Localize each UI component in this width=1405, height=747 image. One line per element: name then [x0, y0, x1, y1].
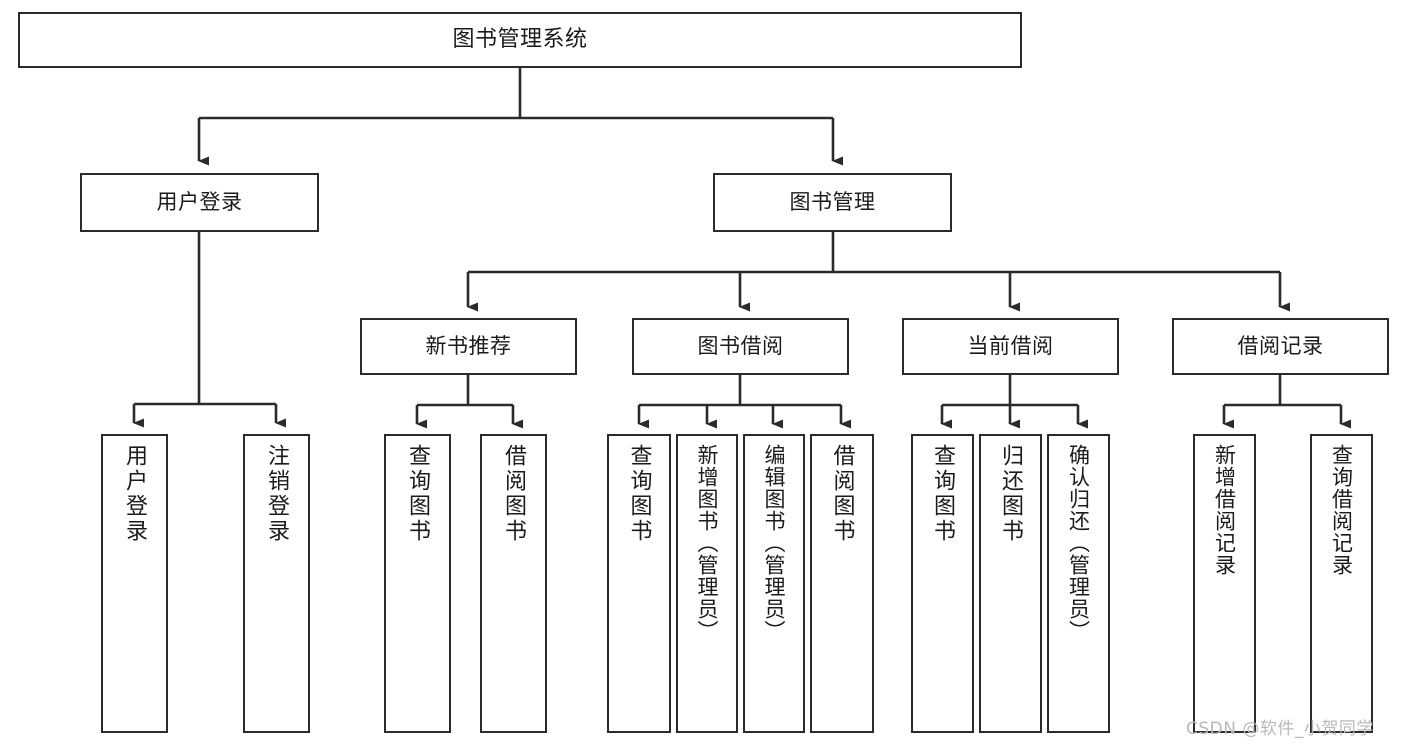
node-label: 借阅图书 — [829, 444, 855, 544]
node-label: 查询图书 — [930, 444, 956, 544]
leaf-edit-book-admin[interactable]: 编辑图书（管理员） — [743, 434, 805, 733]
leaf-borrow-book-recommend[interactable]: 借阅图书 — [480, 434, 547, 733]
node-book-borrow[interactable]: 图书借阅 — [632, 318, 849, 375]
leaf-confirm-return-admin[interactable]: 确认归还（管理员） — [1047, 434, 1110, 733]
node-label: 新书推荐 — [425, 334, 512, 359]
leaf-add-borrow-record[interactable]: 新增借阅记录 — [1193, 434, 1256, 733]
node-label: 图书管理 — [789, 190, 876, 215]
node-label: 查询图书 — [626, 444, 652, 544]
node-current-borrow[interactable]: 当前借阅 — [902, 318, 1119, 375]
leaf-add-book-admin[interactable]: 新增图书（管理员） — [676, 434, 738, 733]
node-label: 当前借阅 — [967, 334, 1054, 359]
csdn-watermark: CSDN @软件_小贺同学 — [1186, 719, 1374, 739]
node-label: 借阅记录 — [1237, 334, 1324, 359]
node-label: 确认归还（管理员） — [1066, 444, 1091, 642]
node-label: 新增借阅记录 — [1212, 444, 1237, 576]
leaf-user-login[interactable]: 用户登录 — [101, 434, 168, 733]
node-root-book-management-system[interactable]: 图书管理系统 — [18, 12, 1022, 68]
node-label: 编辑图书（管理员） — [762, 444, 787, 642]
node-new-book-recommend[interactable]: 新书推荐 — [360, 318, 577, 375]
node-label: 查询图书 — [405, 444, 431, 544]
node-user-login[interactable]: 用户登录 — [80, 173, 319, 232]
node-label: 查询借阅记录 — [1329, 444, 1354, 576]
leaf-query-borrow-record[interactable]: 查询借阅记录 — [1310, 434, 1373, 733]
node-label: 图书管理系统 — [452, 27, 588, 53]
leaf-query-book-current[interactable]: 查询图书 — [911, 434, 974, 733]
leaf-query-book-recommend[interactable]: 查询图书 — [384, 434, 451, 733]
leaf-logout-login[interactable]: 注销登录 — [243, 434, 310, 733]
leaf-query-book-borrow[interactable]: 查询图书 — [607, 434, 671, 733]
node-label: 用户登录 — [122, 444, 148, 544]
node-borrow-record[interactable]: 借阅记录 — [1172, 318, 1389, 375]
leaf-return-book[interactable]: 归还图书 — [979, 434, 1042, 733]
node-label: 归还图书 — [998, 444, 1024, 544]
node-book-management[interactable]: 图书管理 — [713, 173, 952, 232]
node-label: 新增图书（管理员） — [695, 444, 720, 642]
node-label: 借阅图书 — [501, 444, 527, 544]
node-label: 注销登录 — [264, 444, 290, 544]
node-label: 用户登录 — [156, 190, 243, 215]
node-label: 图书借阅 — [697, 334, 784, 359]
leaf-borrow-book[interactable]: 借阅图书 — [810, 434, 874, 733]
